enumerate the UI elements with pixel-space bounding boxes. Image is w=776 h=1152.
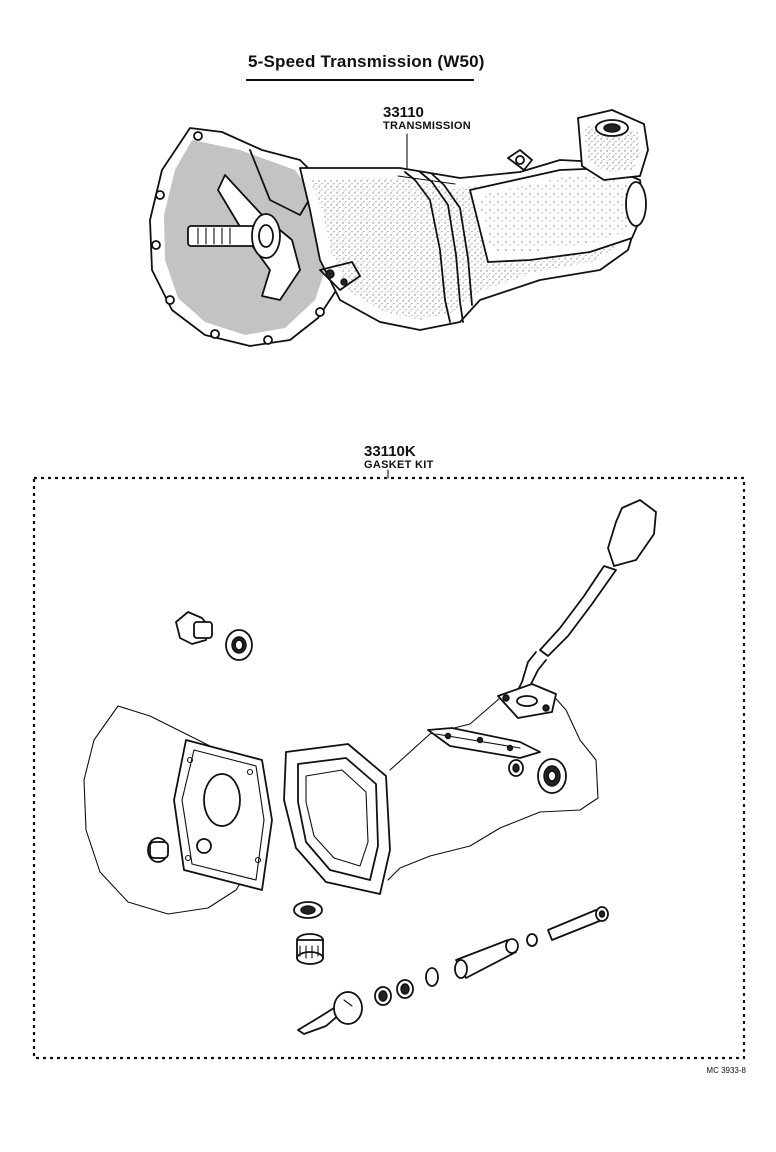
gasket-kit-drawing xyxy=(83,499,657,1035)
drain-plug xyxy=(175,611,213,645)
shift-lever-retainer xyxy=(577,109,649,181)
output-flange xyxy=(625,181,647,227)
oil-seal xyxy=(225,629,253,661)
small-o-ring xyxy=(526,933,538,947)
transmission-assembly-drawing xyxy=(149,109,649,347)
bell-housing-outline xyxy=(83,705,263,915)
plug-small xyxy=(147,837,169,863)
shift-cover-gasket xyxy=(427,727,541,759)
input-shaft xyxy=(187,213,281,259)
lever-retainer-gasket xyxy=(497,683,557,719)
speedometer-seal xyxy=(293,901,323,919)
shift-rod-sleeve xyxy=(454,938,519,979)
case-outline xyxy=(387,691,599,881)
bell-housing-bolt-holes xyxy=(151,131,325,345)
gasket-kit-frame xyxy=(32,469,746,1060)
transmission-part-number: 33110 xyxy=(383,104,424,121)
speedometer-sleeve xyxy=(296,933,324,965)
gasket-kit-part-name: GASKET KIT xyxy=(364,459,434,471)
shift-knob-small xyxy=(297,991,363,1035)
rear-oil-seal xyxy=(508,758,567,794)
shift-linkage xyxy=(319,149,533,291)
front-plate-gasket xyxy=(173,739,273,891)
diagram-code: MC 3933-8 xyxy=(706,1066,746,1075)
gasket-kit-part-number: 33110K xyxy=(364,443,416,460)
title-underline xyxy=(246,79,474,81)
transmission-part-name: TRANSMISSION xyxy=(383,120,471,132)
intermediate-plate-gasket xyxy=(283,743,391,895)
shift-rod xyxy=(547,906,609,941)
page-title: 5-Speed Transmission (W50) xyxy=(248,52,485,71)
o-rings xyxy=(374,967,439,1006)
shift-lever xyxy=(515,499,657,705)
intermediate-plate xyxy=(397,171,473,323)
